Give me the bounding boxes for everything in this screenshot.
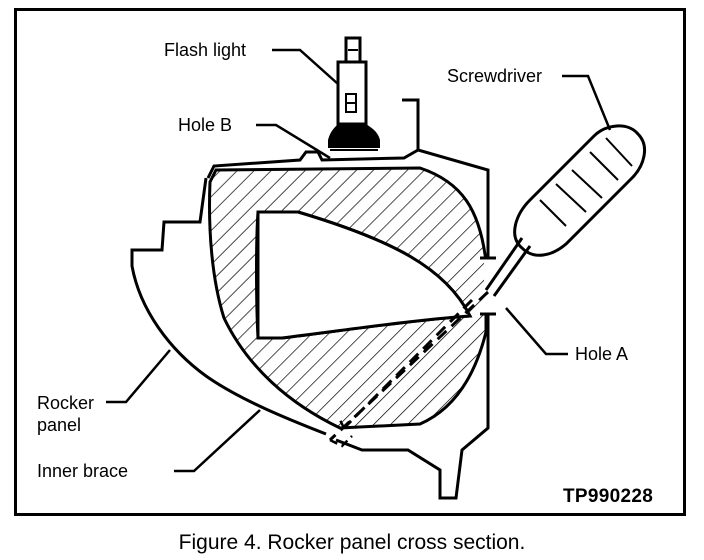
rocker-panel-leader — [106, 349, 171, 404]
inner-brace-leader — [174, 409, 261, 473]
screwdriver-label: Screwdriver — [447, 66, 543, 86]
hole-b-label: Hole B — [178, 115, 233, 135]
flash-light-label: Flash light — [164, 40, 247, 60]
rocker-panel-label-line2: panel — [37, 415, 82, 435]
flash-light — [328, 36, 380, 151]
rocker-panel-outline — [130, 177, 327, 436]
hole-b-leader — [256, 123, 331, 160]
upper-flange — [206, 148, 419, 179]
screwdriver — [328, 124, 647, 448]
figure-id: TP990228 — [563, 486, 654, 507]
screwdriver-leader — [562, 74, 612, 131]
rocker-panel-label-line1: Rocker — [37, 393, 95, 413]
hole-a-leader — [505, 307, 568, 356]
figure-caption: Figure 4. Rocker panel cross section. — [178, 531, 526, 554]
leader-lines — [106, 48, 612, 473]
hole-a-label: Hole A — [575, 344, 629, 364]
outer-body-panel — [335, 98, 490, 500]
brace-window-edge — [256, 210, 473, 340]
flash-light-leader — [272, 48, 339, 85]
inner-brace-label: Inner brace — [37, 461, 129, 481]
